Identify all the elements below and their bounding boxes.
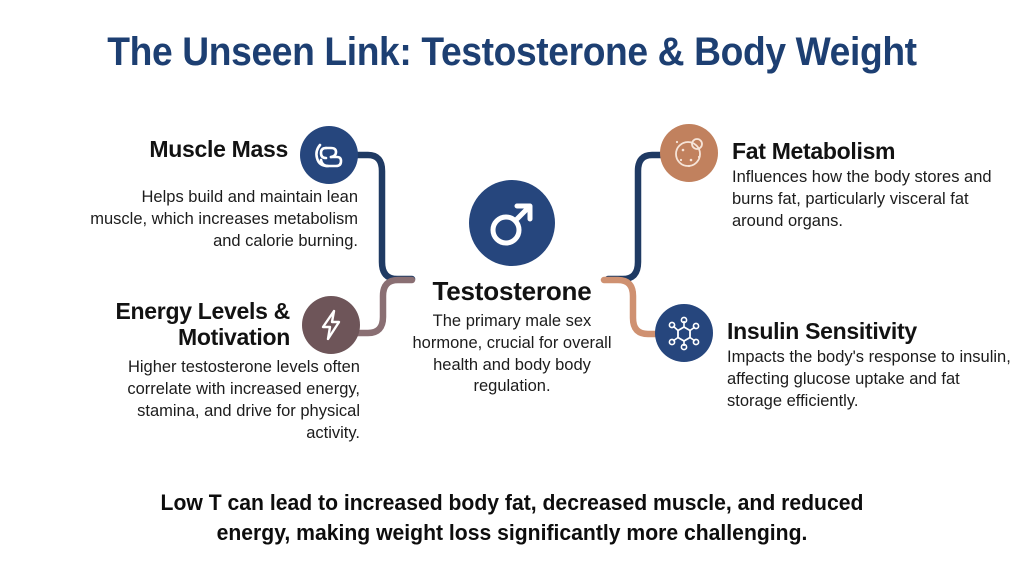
branch-icon-circle-muscle-mass: [300, 126, 358, 184]
branch-icon-circle-fat-metabolism: [660, 124, 718, 182]
branch-node-insulin-sensitivity[interactable]: Insulin Sensitivity Impacts the body's r…: [655, 304, 1015, 413]
branch-node-muscle-mass[interactable]: Muscle Mass Helps build and maintain lea…: [12, 126, 358, 253]
footer-summary: Low T can lead to increased body fat, de…: [160, 490, 864, 546]
center-title: Testosterone: [432, 276, 592, 306]
branch-description-energy-levels: Higher testosterone levels often correla…: [127, 358, 360, 442]
branch-description-fat-metabolism: Influences how the body stores and burns…: [732, 168, 992, 231]
center-icon-circle: [469, 180, 555, 266]
mars-symbol-icon: [490, 203, 533, 246]
branch-heading-fat-metabolism: Fat Metabolism: [732, 138, 896, 164]
page-title: The Unseen Link: Testosterone & Body Wei…: [107, 30, 917, 74]
branch-heading-muscle-mass: Muscle Mass: [149, 136, 288, 162]
center-description: The primary male sex hormone, crucial fo…: [412, 312, 612, 396]
branch-description-insulin-sensitivity: Impacts the body's response to insulin, …: [727, 348, 1011, 411]
branch-icon-circle-energy-levels: [302, 296, 360, 354]
branch-description-muscle-mass: Helps build and maintain lean muscle, wh…: [90, 188, 358, 250]
branch-heading-energy-levels: Energy Levels & Motivation: [115, 298, 291, 351]
fat-cell-icon: [675, 138, 703, 168]
molecule-icon: [668, 316, 700, 351]
center-node: Testosterone The primary male sex hormon…: [392, 180, 632, 398]
branch-node-energy-levels[interactable]: Energy Levels & Motivation Higher testos…: [12, 296, 360, 445]
lightning-bolt-icon: [321, 309, 341, 341]
branch-heading-insulin-sensitivity: Insulin Sensitivity: [727, 318, 917, 344]
flexed-bicep-icon: [315, 143, 343, 168]
branch-node-fat-metabolism[interactable]: Fat Metabolism Influences how the body s…: [660, 124, 1012, 233]
branch-icon-circle-insulin-sensitivity: [655, 304, 713, 362]
